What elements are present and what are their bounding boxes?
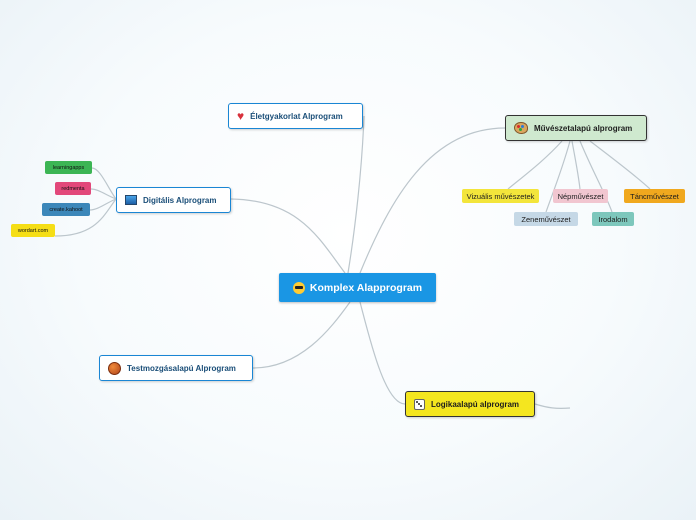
link-elet	[347, 115, 365, 274]
branch-testmozgas[interactable]: Testmozgásalapú Alprogram	[99, 355, 253, 381]
branch-logika[interactable]: Logikaalapú alprogram	[405, 391, 535, 417]
branch-label: Testmozgásalapú Alprogram	[127, 363, 236, 373]
link-logika-tail	[534, 403, 571, 409]
link-irodalom	[579, 140, 613, 213]
dice-icon	[414, 398, 425, 410]
link-vizualis	[507, 140, 563, 190]
branch-muveszet[interactable]: Művészetalapú alprogram	[505, 115, 647, 141]
branch-label: Életgyakorlat Alprogram	[250, 111, 343, 121]
link-nepmuveszet	[571, 140, 581, 190]
subtopic-zenemuveszet[interactable]: Zeneművészet	[514, 212, 578, 226]
central-label: Komplex Alapprogram	[309, 281, 423, 294]
branch-label: Logikaalapú alprogram	[431, 399, 520, 409]
link-learningapps	[91, 167, 117, 200]
branch-label: Digitális Alprogram	[143, 195, 217, 205]
subtopic-tancmuveszet[interactable]: Táncművészet	[624, 189, 685, 203]
link-zeneneveszet	[545, 140, 571, 213]
link-redmenta	[90, 188, 117, 200]
leaf-learningapps[interactable]: learningapps	[45, 161, 92, 174]
palette-icon	[514, 122, 528, 134]
heart-icon: ♥	[237, 109, 245, 123]
link-kahoot	[89, 198, 117, 211]
subtopic-nepmuveszet[interactable]: Népművészet	[553, 189, 608, 203]
ball-icon	[108, 361, 121, 375]
leaf-create-kahoot[interactable]: create.kahoot	[42, 203, 90, 216]
sunglasses-icon	[292, 281, 305, 294]
link-logika	[359, 301, 406, 405]
link-tancmuveszet	[589, 140, 651, 190]
subtopic-vizualis-muveszetek[interactable]: Vizuális művészetek	[462, 189, 539, 203]
link-wordart	[54, 198, 117, 237]
central-node[interactable]: Komplex Alapprogram	[279, 273, 436, 302]
branch-eletgyakorlat[interactable]: ♥ Életgyakorlat Alprogram	[228, 103, 363, 129]
leaf-wordart[interactable]: wordart.com	[11, 224, 55, 237]
link-digitalis	[230, 198, 346, 274]
monitor-icon	[125, 195, 137, 205]
branch-digitalis[interactable]: Digitális Alprogram	[116, 187, 231, 213]
link-testmozgas	[252, 301, 351, 369]
subtopic-irodalom[interactable]: Irodalom	[592, 212, 634, 226]
branch-label: Művészetalapú alprogram	[534, 123, 633, 133]
link-muveszet	[359, 127, 506, 274]
leaf-redmenta[interactable]: redmenta	[55, 182, 91, 195]
